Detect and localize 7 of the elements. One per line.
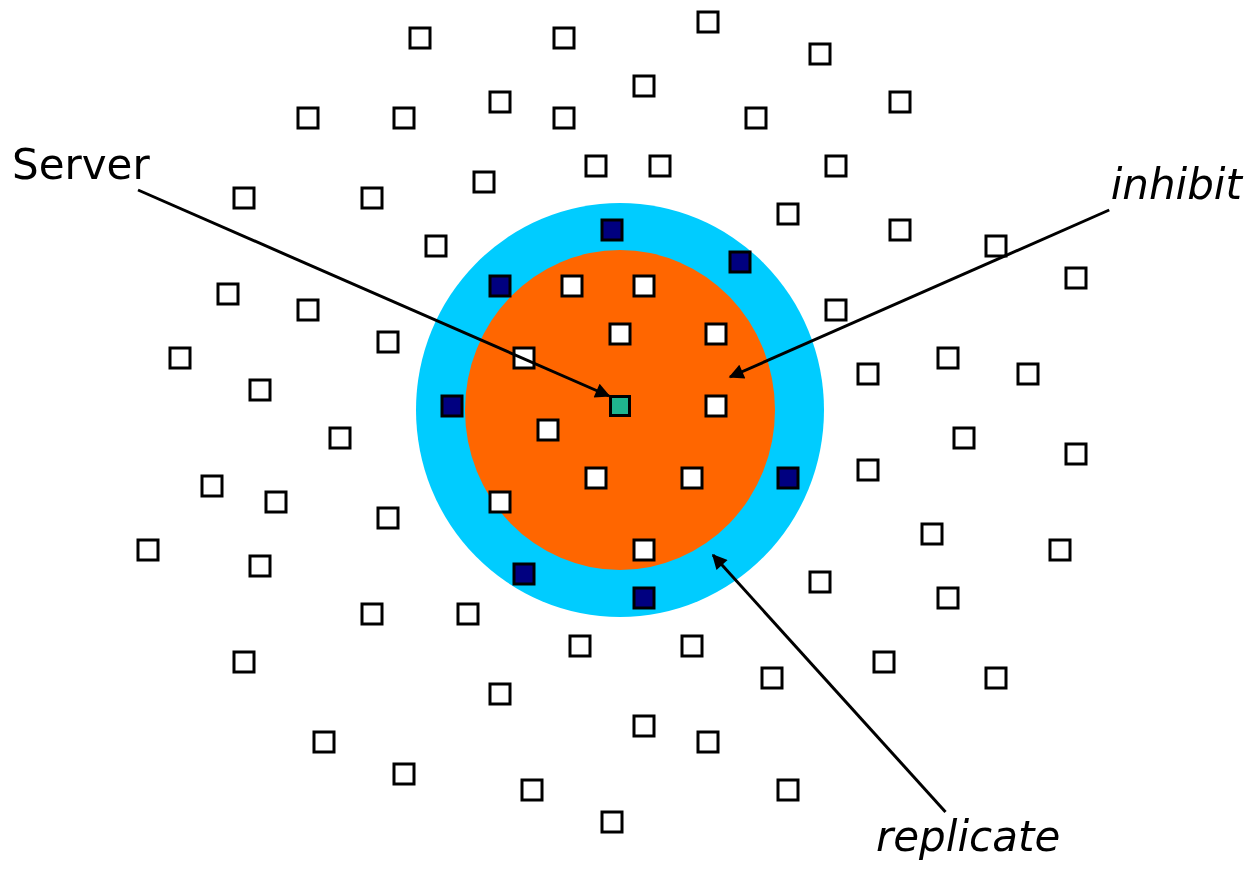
server-square	[609, 395, 631, 417]
leader-label: Server	[12, 140, 150, 190]
leader-arrow	[728, 208, 1110, 379]
leader-label: replicate	[876, 812, 1061, 862]
leader-arrow	[711, 553, 947, 813]
leader-label: inhibit	[1090, 160, 1242, 210]
leader-arrow	[137, 188, 611, 398]
